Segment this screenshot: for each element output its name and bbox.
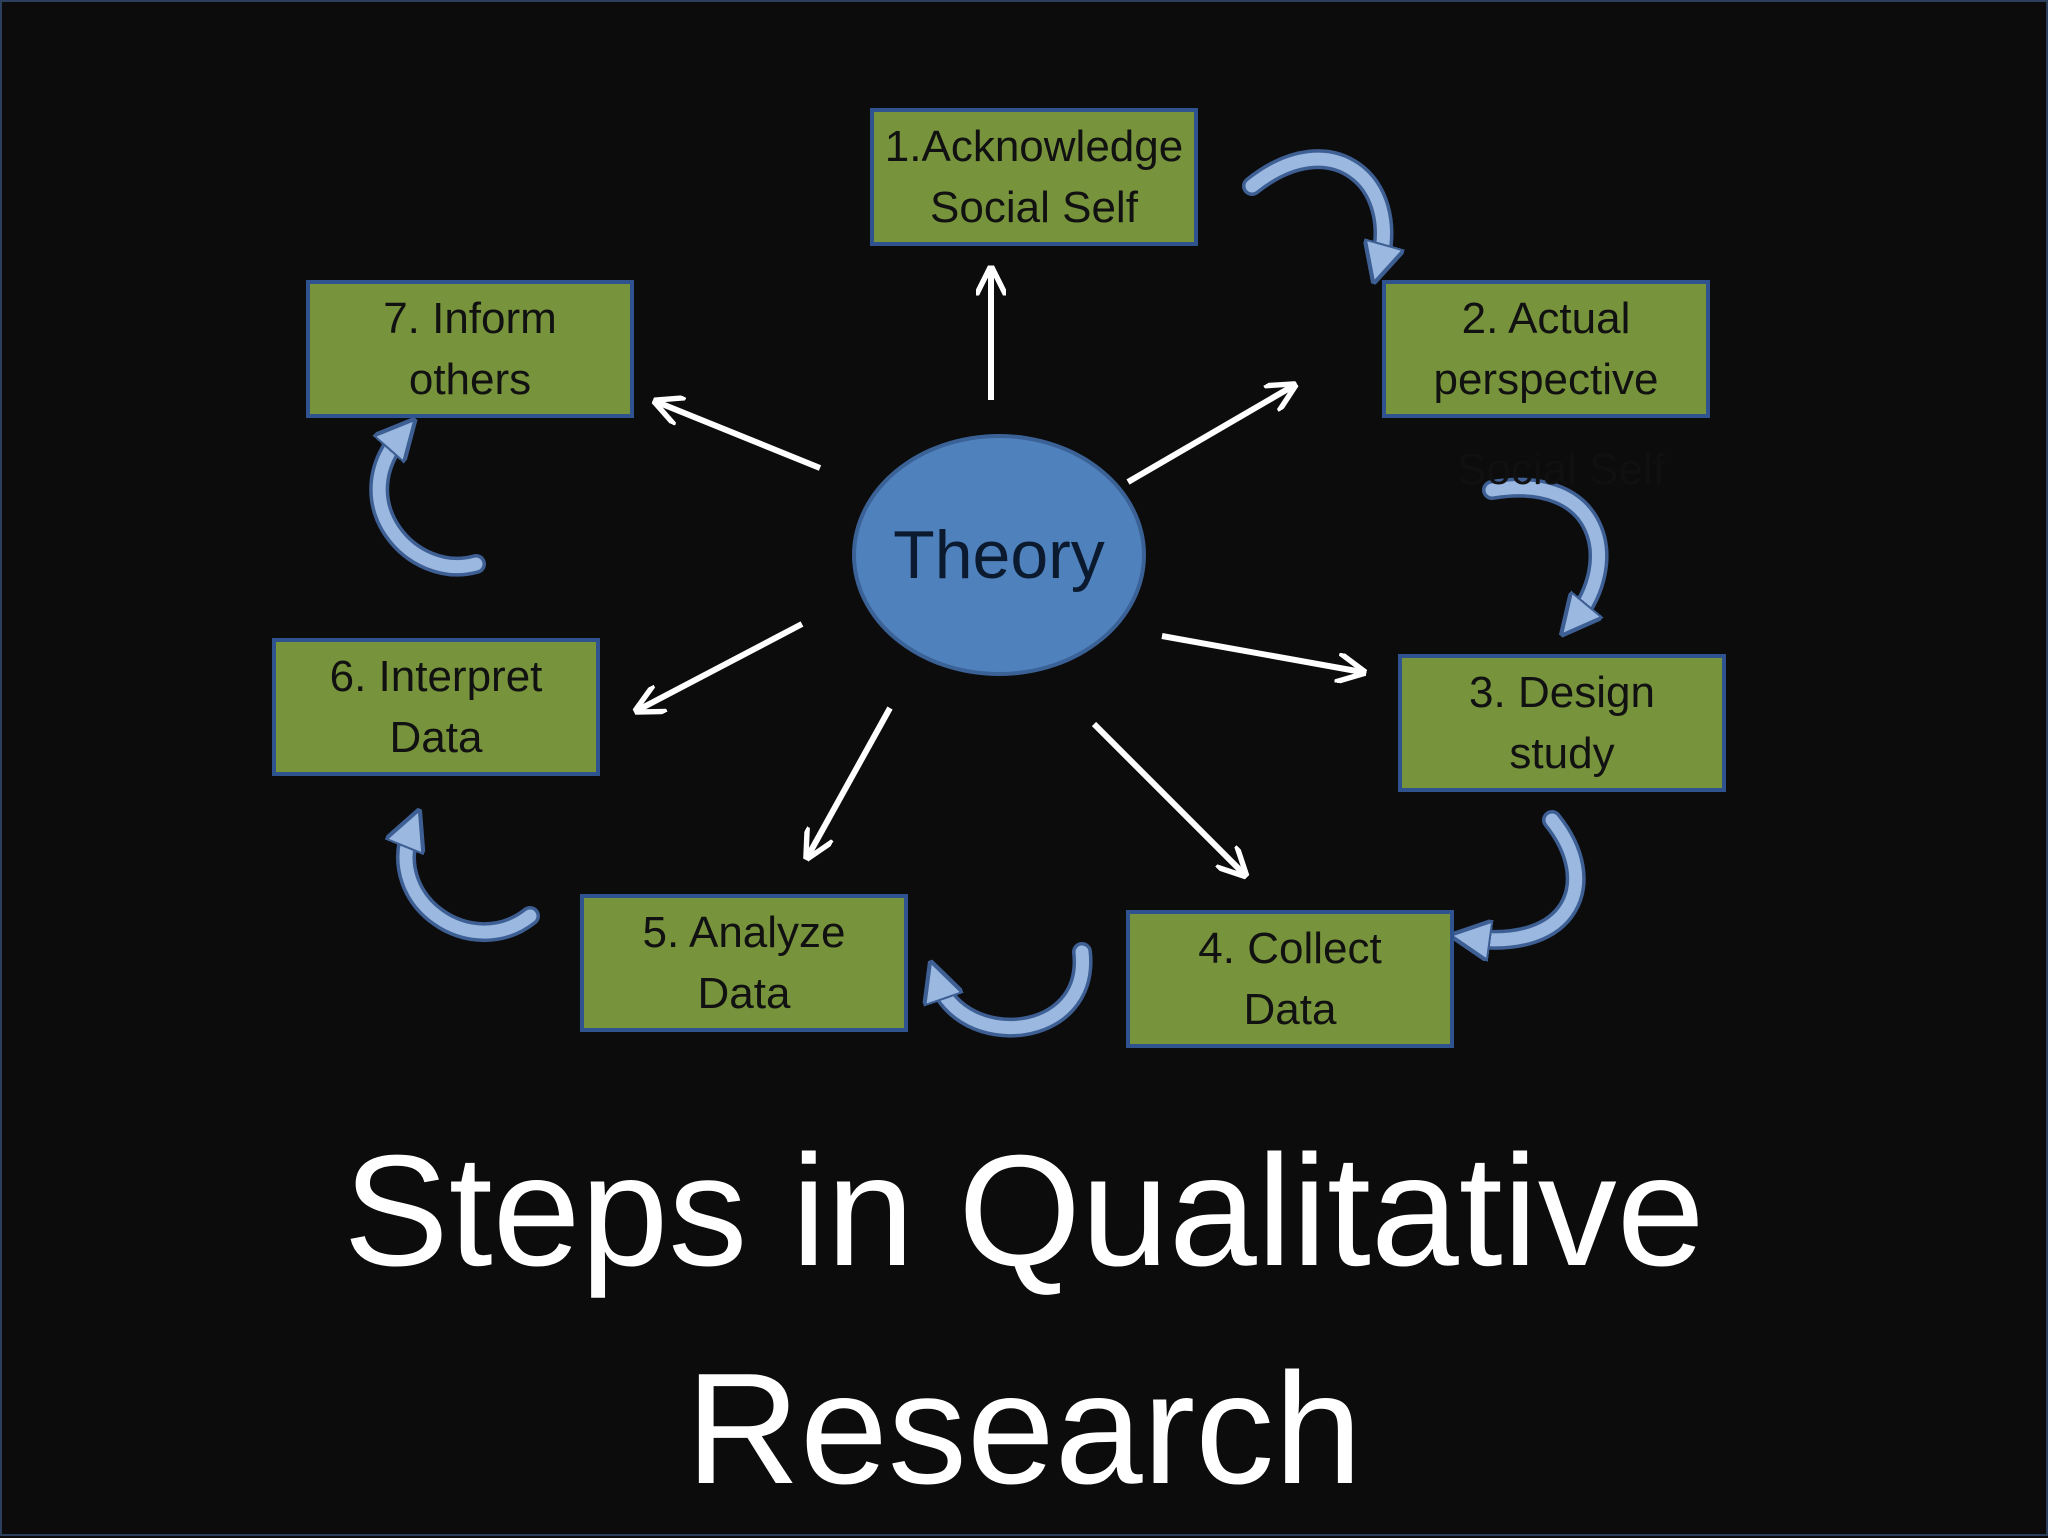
spoke-arrow-to-step-7 (657, 402, 822, 471)
step-4-label: 4. Collect Data (1198, 924, 1382, 1034)
step-2-label: 2. Actual perspective (1433, 294, 1659, 404)
step-7-label: 7. Inform others (383, 294, 557, 404)
spoke-arrow-to-step-3 (1161, 633, 1362, 672)
spoke-arrow-to-step-2 (1126, 386, 1293, 485)
step-5-label: 5. Analyze Data (642, 908, 846, 1018)
step-5-box: 5. Analyze Data (580, 894, 908, 1032)
theory-label: Theory (893, 517, 1105, 593)
step-3-label: 3. Design study (1469, 668, 1655, 778)
step-4-box: 4. Collect Data (1126, 910, 1454, 1048)
curved-arrow-icon (396, 818, 540, 943)
ghost-text: Social Self (1457, 445, 1665, 494)
curved-arrow-icon (1470, 813, 1583, 940)
step-1-label: 1.Acknowledge Social Self (884, 122, 1184, 232)
spoke-arrow-to-step-6 (638, 621, 804, 710)
curved-arrow-icon (937, 945, 1089, 1035)
step-3-box: 3. Design study (1398, 654, 1726, 792)
theory-node: Theory (852, 434, 1146, 676)
step-1-box: 1.Acknowledge Social Self (870, 108, 1198, 246)
step-2-box: 2. Actual perspective (1382, 280, 1710, 418)
curved-arrow-icon (1485, 481, 1605, 620)
step-6-label: 6. Interpret Data (329, 652, 543, 762)
curved-arrow-icon (379, 434, 483, 573)
slide-title: Steps in Qualitative Research (343, 1123, 1705, 1517)
spoke-arrow-to-step-4 (1091, 721, 1244, 874)
step-7-box: 7. Inform others (306, 280, 634, 418)
curved-arrow-icon (1245, 152, 1383, 264)
step-6-box: 6. Interpret Data (272, 638, 600, 776)
spoke-arrow-to-step-5 (808, 706, 893, 856)
curved-arrow-icon (406, 828, 537, 939)
